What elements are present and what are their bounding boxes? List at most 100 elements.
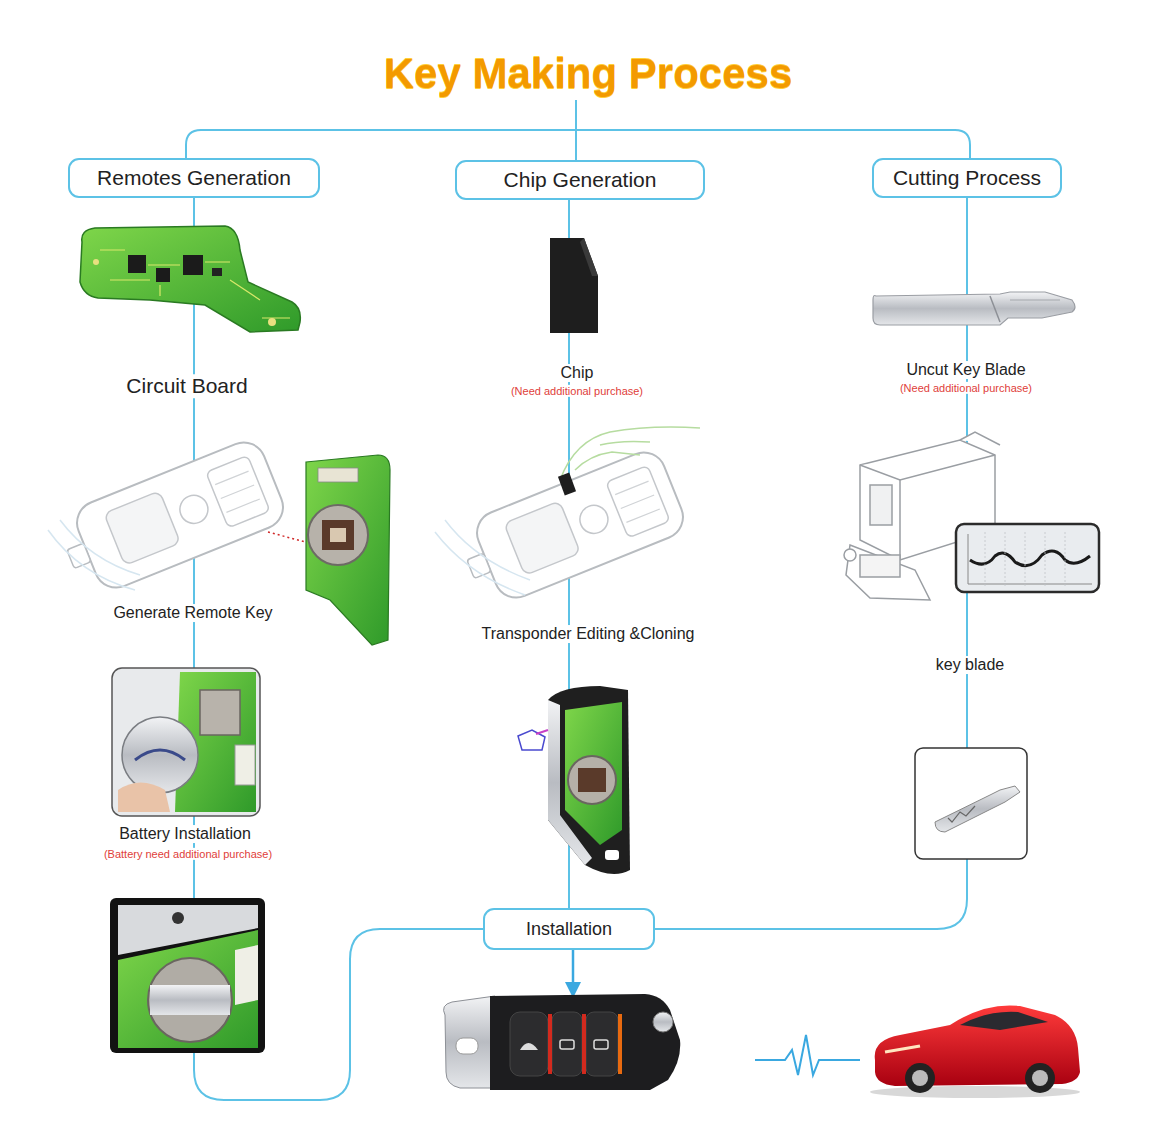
remote-pcb bbox=[330, 528, 346, 542]
key-fob bbox=[548, 1014, 552, 1074]
red-car bbox=[870, 1005, 1080, 1098]
battery-photo bbox=[122, 717, 198, 793]
box-label: Chip Generation bbox=[504, 168, 657, 192]
key-programmer bbox=[104, 491, 181, 565]
circuit-board bbox=[156, 268, 170, 282]
wave-lines bbox=[48, 520, 140, 590]
red-car bbox=[1025, 1063, 1055, 1093]
red-car bbox=[885, 1046, 920, 1052]
key-cutting-machine bbox=[860, 555, 900, 577]
remote-pcb bbox=[306, 455, 390, 645]
step-caption: Battery Installation bbox=[116, 825, 254, 843]
wave-lines bbox=[48, 530, 135, 590]
key-fob bbox=[594, 1040, 608, 1049]
key-cutting-machine bbox=[899, 480, 901, 560]
box-label: Remotes Generation bbox=[97, 166, 291, 190]
transponder-chip bbox=[550, 238, 598, 333]
cut-key-blade-photo bbox=[948, 806, 975, 822]
battery-installed-photo bbox=[110, 898, 265, 1053]
step-box: Cutting Process bbox=[872, 158, 1062, 198]
circuit-board bbox=[183, 255, 203, 275]
key-fob bbox=[490, 994, 680, 1090]
step-caption: key blade bbox=[933, 656, 1008, 674]
key-fob bbox=[586, 1012, 618, 1076]
flow-connector bbox=[194, 198, 483, 1100]
red-car bbox=[960, 1012, 1048, 1030]
battery-photo bbox=[112, 668, 260, 816]
box-label: Installation bbox=[526, 919, 612, 940]
key-programmer bbox=[215, 471, 260, 512]
key-programmer bbox=[576, 501, 612, 537]
key-programmer bbox=[606, 465, 670, 537]
cut-key-blade-photo bbox=[915, 748, 1027, 859]
circuit-board bbox=[80, 226, 300, 332]
key-programmer bbox=[470, 446, 689, 604]
key-profile-chart bbox=[956, 524, 1099, 592]
key-cutting-machine bbox=[844, 549, 856, 561]
key-cutting-machine bbox=[860, 455, 995, 480]
signal-line bbox=[755, 1035, 860, 1075]
key-fob bbox=[444, 994, 681, 1090]
circuit-board bbox=[212, 268, 222, 276]
key-cutting-machine bbox=[960, 432, 1000, 445]
circuit-board bbox=[128, 255, 146, 273]
step-box: Installation bbox=[483, 908, 655, 950]
key-fob bbox=[456, 1038, 478, 1054]
remote-shell bbox=[605, 850, 619, 860]
key-programmer bbox=[70, 436, 289, 594]
key-profile-chart bbox=[985, 532, 1065, 588]
title-bracket bbox=[575, 100, 577, 130]
uncut-key-blade bbox=[1010, 300, 1060, 301]
battery-photo bbox=[112, 668, 260, 816]
key-fob bbox=[582, 1014, 586, 1074]
wave-lines bbox=[435, 520, 530, 595]
remote-pcb bbox=[322, 520, 354, 550]
uncut-key-blade bbox=[873, 292, 1075, 325]
remote-shell bbox=[565, 702, 622, 845]
step-caption: Uncut Key Blade bbox=[903, 361, 1028, 379]
circuit-board bbox=[93, 259, 99, 265]
hand bbox=[560, 427, 700, 480]
key-fob bbox=[444, 996, 495, 1088]
key-programmer bbox=[206, 455, 270, 527]
key-fob bbox=[618, 1014, 622, 1074]
key-fob bbox=[560, 1040, 574, 1049]
remote-shell bbox=[578, 768, 606, 792]
title-bracket bbox=[186, 130, 970, 158]
battery-installed-photo bbox=[150, 985, 230, 1015]
title-bracket bbox=[186, 100, 970, 160]
key-cutting-machine bbox=[846, 545, 930, 600]
step-caption: Transponder Editing &Cloning bbox=[479, 625, 698, 643]
wave-lines bbox=[60, 520, 140, 575]
diagram-title: Key Making Process bbox=[384, 50, 793, 98]
wave-lines bbox=[445, 520, 530, 580]
transponder-chip bbox=[580, 238, 598, 276]
battery-photo bbox=[235, 745, 255, 785]
hand bbox=[600, 441, 650, 445]
key-programmer bbox=[504, 501, 581, 575]
red-car bbox=[912, 1070, 928, 1086]
key-fob bbox=[510, 1012, 548, 1076]
circuit-board bbox=[100, 250, 290, 318]
battery-installed-photo bbox=[118, 905, 258, 955]
key-cutting-machine bbox=[870, 485, 892, 525]
red-car bbox=[1032, 1070, 1048, 1086]
remote-pcb bbox=[308, 505, 368, 565]
uncut-key-blade bbox=[990, 296, 1000, 322]
remote-shell bbox=[518, 686, 630, 874]
cut-key-blade-photo bbox=[935, 786, 1020, 832]
install-arrow bbox=[565, 950, 581, 998]
remote-shell bbox=[568, 756, 616, 804]
remote-pcb bbox=[306, 455, 390, 645]
hand bbox=[560, 427, 700, 480]
step-caption: Circuit Board bbox=[123, 374, 250, 398]
key-programmer bbox=[615, 481, 660, 522]
uncut-key-blade bbox=[873, 292, 1075, 325]
battery-photo bbox=[118, 783, 170, 813]
battery-installed-photo bbox=[235, 945, 258, 1005]
purchase-note: (Need additional purchase) bbox=[897, 382, 1035, 394]
key-fob bbox=[520, 1043, 538, 1050]
step-caption: Chip bbox=[558, 364, 597, 382]
step-box: Chip Generation bbox=[455, 160, 705, 200]
hand bbox=[575, 452, 640, 470]
